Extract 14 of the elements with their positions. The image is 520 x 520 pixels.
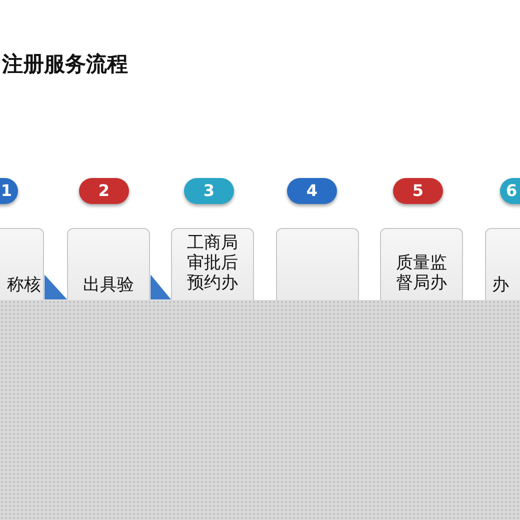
diagram-title: 注册服务流程: [2, 51, 128, 78]
triangle-arrow: [44, 274, 68, 300]
step-text: 出具验: [82, 275, 135, 295]
step-text: 办: [492, 275, 510, 295]
step-number-badge: 3: [184, 178, 234, 204]
step-number-badge: 5: [393, 178, 443, 204]
step-text: 称核: [6, 275, 41, 295]
step-number-badge: 2: [79, 178, 129, 204]
step-text: 工商局审批后预约办: [186, 233, 239, 293]
step-text: 质量监督局办: [395, 253, 448, 293]
triangle-arrow: [150, 274, 172, 300]
step-number-badge: 6: [500, 178, 520, 204]
step-number-badge: 4: [287, 178, 337, 204]
step-number-badge: 1: [0, 178, 18, 204]
